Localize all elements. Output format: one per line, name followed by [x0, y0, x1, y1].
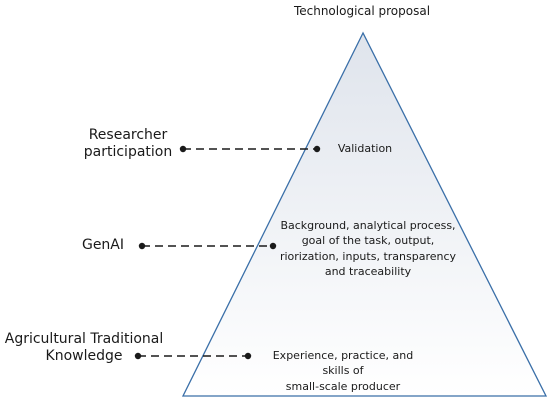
diagram-title: Technological proposal	[293, 4, 431, 18]
connector-start-dot	[134, 352, 142, 360]
researcher-connector	[179, 145, 321, 153]
connector-start-dot	[138, 242, 146, 250]
connector-end-dot	[269, 242, 277, 250]
genai-label: GenAI	[81, 237, 125, 253]
producer-experience-text: Experience, practice, and skills of smal…	[272, 349, 414, 393]
pyramid-triangle	[181, 31, 548, 397]
atk-connector	[134, 352, 252, 360]
connector-end-dot	[244, 352, 252, 360]
genai-layer-text: Background, analytical process, goal of …	[279, 219, 457, 279]
researcher-participation-label: Researcher participation	[83, 127, 173, 160]
connector-end-dot	[313, 145, 321, 153]
connectors	[134, 145, 321, 360]
connector-start-dot	[179, 145, 187, 153]
validation-text: Validation	[337, 142, 393, 155]
genai-connector	[138, 242, 277, 250]
agricultural-traditional-knowledge-label: Agricultural Traditional Knowledge	[4, 331, 164, 364]
